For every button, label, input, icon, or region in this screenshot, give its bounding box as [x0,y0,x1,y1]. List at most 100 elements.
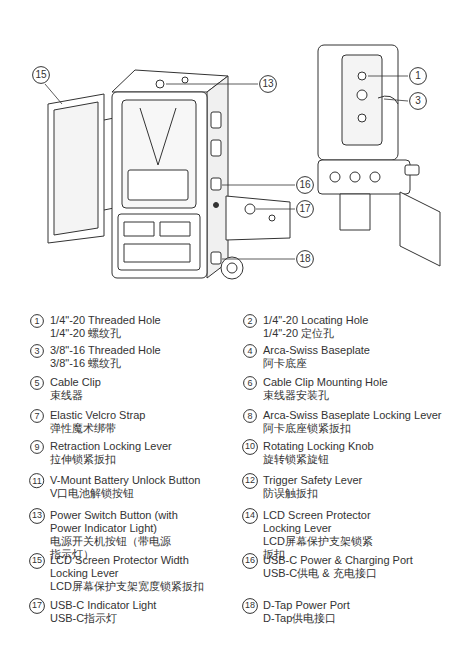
callout-number: 12 [245,476,255,485]
part-name: D-Tap Power Port [263,599,458,612]
callout-number: 7 [34,412,39,421]
callout-number: 10 [245,442,255,451]
leader-line [384,99,408,101]
label-group: 1/4"-20 Threaded Hole1/4"-20 螺纹孔 [50,314,235,340]
callout-number: 16 [245,556,255,565]
callout-circle [243,440,258,455]
callout-number: 3 [415,96,421,106]
body-side [207,76,228,278]
label-group: 1/4"-20 Locating Hole1/4"-20 定位孔 [263,314,458,340]
hole [182,77,188,83]
callout-circle [30,474,44,488]
part-name: 弹性魔术绑带 [50,422,235,435]
part-name: Rotating Locking Knob [263,440,458,453]
v-mount-slot [140,108,176,165]
part-name: 阿卡底座 [263,357,458,370]
callout-number: 1 [409,67,427,85]
callout-number: 4 [247,347,252,356]
callout-number: 11 [29,473,44,488]
callout-number: 13 [32,511,42,520]
part-name: 1/4"-20 螺纹孔 [50,327,235,340]
screw [245,204,255,214]
label-group: 3/8"-16 Threaded Hole3/8"-16 螺纹孔 [50,344,235,370]
callout-circle [31,410,44,423]
callout-circle [243,474,258,489]
callout-number: 9 [34,443,39,452]
callout-circle [297,201,314,218]
part-name: USB-C供电 & 充电接口 [263,567,458,580]
top-view-clamp [318,160,410,194]
callout-number: 18 [299,254,310,264]
callout-number: 6 [243,376,257,390]
arca-baseplate [226,196,290,240]
label-group: Power Switch Button (with Power Indicato… [50,509,180,561]
callout-circle [31,345,44,358]
callout-number: 11 [32,477,41,486]
leader-line [222,185,295,186]
part-name: 防误触扳扣 [263,487,458,500]
callout-number: 18 [296,250,314,268]
label-group: LCD Screen Protector Width Locking Lever… [50,554,210,593]
hole [358,114,366,122]
slot [124,222,154,236]
body-front [112,92,207,278]
leader-lines [45,76,408,259]
grip [124,244,190,262]
part-name: USB-C指示灯 [50,612,235,625]
callout-circle [410,68,427,85]
callout-number: 8 [243,409,257,423]
part-name: Cable Clip [50,376,235,389]
label-group: D-Tap Power PortD-Tap供电接口 [263,599,458,625]
callout-circle [30,554,45,569]
callout-number: 17 [29,598,45,614]
callout-number: 5 [30,376,44,390]
leader-line [368,76,408,77]
callout-circle [33,67,50,84]
callout-number: 14 [245,511,255,520]
label-group: Rotating Locking Knob旋转锁紧旋钮 [263,440,458,466]
part-name: V口电池解锁按钮 [50,487,235,500]
callout-number: 9 [30,440,44,454]
part-name: 束线器安装孔 [263,389,458,402]
flipped-screen [400,192,440,266]
label-group: V-Mount Battery Unlock ButtonV口电池解锁按钮 [50,474,235,500]
threaded-hole [358,72,366,80]
part-name: 1/4"-20 定位孔 [263,327,458,340]
leader-line [45,84,62,104]
part-name: Arca-Swiss Baseplate Locking Lever [263,409,458,422]
button [211,112,221,128]
part-name: LCD屏幕保护支架宽度锁紧扳扣 [50,580,210,593]
callout-number: 17 [296,200,314,218]
button [211,140,221,156]
hole [269,215,275,221]
callout-circle [244,315,257,328]
callout-circle [30,509,45,524]
callout-circle [244,377,257,390]
part-name: Retraction Locking Lever [50,440,235,453]
part-name: Arca-Swiss Baseplate [263,344,458,357]
callout-number: 3 [409,92,427,110]
lcd-screen [54,102,98,235]
callout-number: 13 [262,79,273,89]
callout-number: 14 [242,508,258,524]
label-group: USB-C Power & Charging PortUSB-C供电 & 充电接… [263,554,458,580]
callout-circle [31,377,44,390]
callout-circle [410,93,427,110]
callout-number: 13 [259,75,277,93]
callout-number: 1 [30,314,44,328]
label-group: Trigger Safety Lever防误触扳扣 [263,474,458,500]
part-name: 阿卡底座锁紧扳扣 [263,422,458,435]
locking-knob [221,257,243,279]
part-name: D-Tap供电接口 [263,612,458,625]
part-name: Elastic Velcro Strap [50,409,235,422]
d-tap-port [211,252,221,264]
part-name: Cable Clip Mounting Hole [263,376,458,389]
callout-number: 7 [30,409,44,423]
label-group: Arca-Swiss Baseplate Locking Lever阿卡底座锁紧… [263,409,458,435]
callout-number: 4 [243,344,257,358]
threaded-hole [357,90,367,100]
indicator [214,203,219,208]
callout-circle [243,599,258,614]
callout-number: 17 [299,204,310,214]
callout-number: 1 [34,317,39,326]
